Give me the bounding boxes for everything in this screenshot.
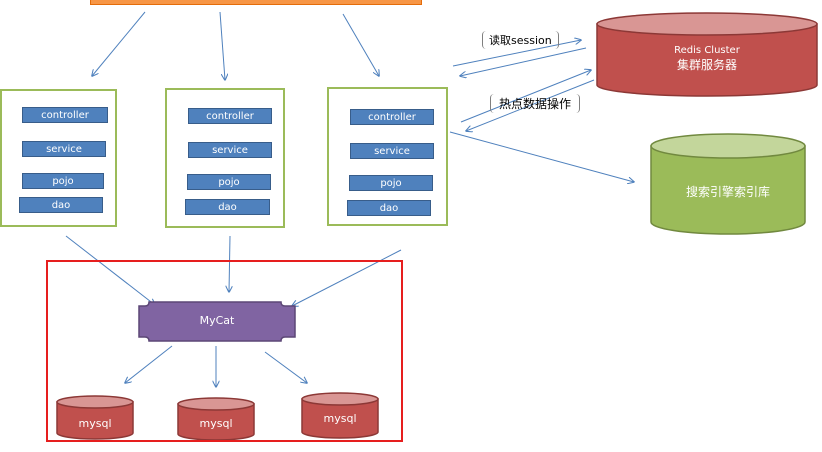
mycat-shape [138, 301, 296, 342]
app-server-2: controller service pojo dao [165, 88, 285, 228]
arrow-mycat-to-mysql-1 [125, 345, 173, 383]
mysql-label-1: mysql [78, 417, 112, 430]
search-index-cylinder [650, 133, 806, 235]
arrow-top-to-server-2 [219, 11, 225, 80]
redis-label-line2: 集群服务器 [676, 58, 737, 72]
layer-service: service [22, 141, 106, 157]
layer-controller: controller [22, 107, 108, 123]
layer-dao: dao [347, 200, 431, 216]
layer-service: service [350, 143, 434, 159]
top-component-bar [90, 0, 422, 5]
mysql-label-2: mysql [199, 417, 233, 430]
app-server-3: controller service pojo dao [327, 87, 448, 226]
layer-pojo: pojo [22, 173, 104, 189]
arrow-server-1-to-mycat [65, 235, 155, 305]
mysql-cylinder-1 [56, 395, 134, 440]
redis-cluster-cylinder [596, 12, 818, 97]
arrow-top-to-server-1 [92, 11, 146, 76]
layer-dao: dao [185, 199, 270, 215]
redis-label-line1: Redis Cluster [674, 45, 740, 56]
app-server-1: controller service pojo dao [0, 89, 117, 227]
arrow-server-to-search [449, 131, 634, 182]
layer-pojo: pojo [187, 174, 271, 190]
arrow-server-to-redis-session [452, 40, 581, 67]
arrow-mycat-to-mysql-3 [264, 351, 307, 383]
mysql-cylinder-3 [301, 392, 379, 439]
arrow-top-to-server-3 [342, 13, 379, 76]
search-index-label: 搜索引擎索引库 [685, 185, 770, 199]
redis-cluster-label: Redis Cluster 集群服务器 [597, 44, 817, 72]
arrow-server-3-to-mycat [292, 249, 402, 306]
arrow-redis-to-server-hot [466, 79, 595, 131]
layer-pojo: pojo [349, 175, 433, 191]
arrow-server-to-redis-hot [460, 70, 591, 123]
layer-dao: dao [19, 197, 103, 213]
read-session-label: 读取session [482, 31, 559, 49]
arrow-server-2-to-mycat [229, 235, 230, 292]
layer-controller: controller [350, 109, 434, 125]
read-session-text: 读取session [489, 34, 552, 47]
layer-controller: controller [188, 108, 272, 124]
hot-data-label: 热点数据操作 [490, 94, 581, 113]
mysql-label-3: mysql [323, 412, 357, 425]
database-cluster-frame [46, 260, 403, 442]
mycat-label: MyCat [199, 314, 235, 327]
mysql-cylinder-2 [177, 397, 255, 441]
hot-data-text: 热点数据操作 [499, 97, 572, 111]
layer-service: service [188, 142, 272, 158]
arrow-redis-to-server-session [460, 47, 587, 76]
